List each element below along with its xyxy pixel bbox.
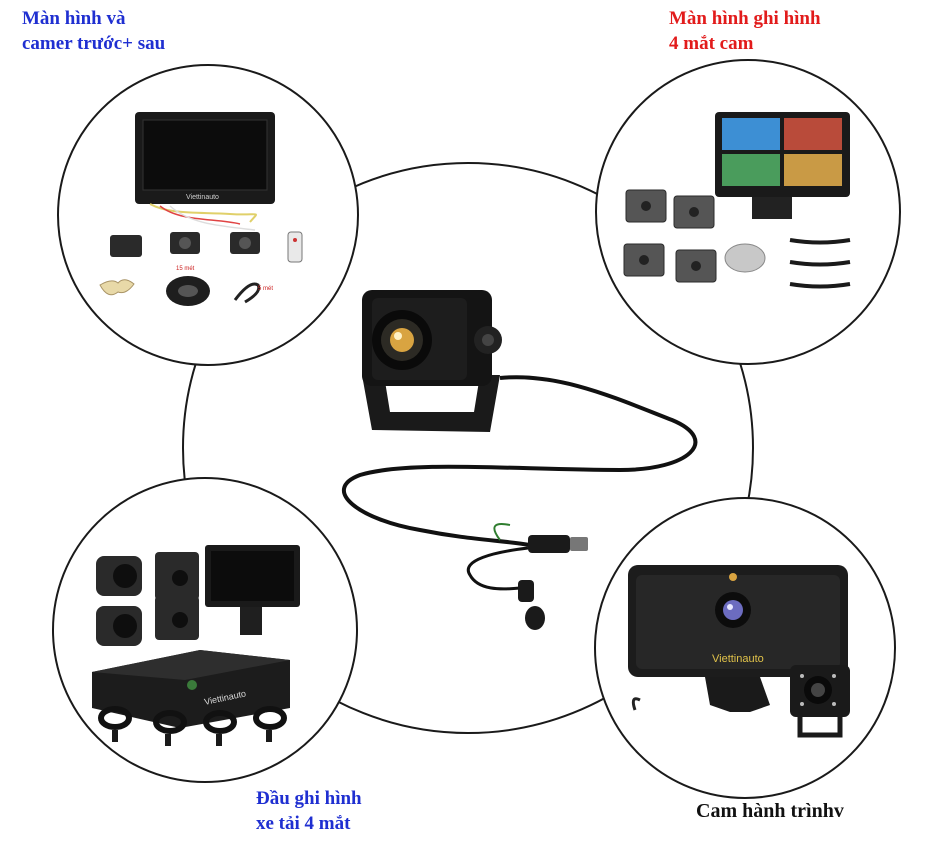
quad-monitor-image: [623, 112, 851, 289]
label-4cam-monitor: Màn hình ghi hình 4 mắt cam: [669, 6, 821, 56]
label-line: Cam hành trìnhv: [696, 800, 844, 822]
circle-front-rear-kit: [57, 64, 359, 366]
main-camera-image: [342, 290, 698, 630]
label-truck-dvr: Đầu ghi hình xe tải 4 mắt: [256, 786, 362, 836]
label-line: Màn hình và: [22, 8, 126, 29]
label-front-rear-kit: Màn hình và camer trước+ sau: [22, 6, 165, 56]
label-line: Đầu ghi hình: [256, 788, 362, 809]
cable-5m-label: 5 mét: [258, 286, 273, 292]
label-line: Màn hình ghi hình: [669, 8, 821, 29]
label-line: 4 mắt cam: [669, 33, 754, 54]
label-line: camer trước+ sau: [22, 33, 166, 54]
cable-15m-label: 15 mét: [176, 266, 195, 272]
monitor-brand-text: Viettinauto: [186, 194, 219, 201]
monitor-kit-image: Viettinauto 15 mét 5 mét: [99, 112, 303, 306]
label-line: xe tải 4 mắt: [256, 813, 351, 834]
dashcam-brand-text: Viettinauto: [712, 653, 764, 665]
truck-dvr-image: Viettinauto: [92, 545, 300, 746]
label-dashcam: Cam hành trìnhv: [696, 799, 844, 824]
dashcam-image: Viettinauto: [628, 565, 850, 738]
